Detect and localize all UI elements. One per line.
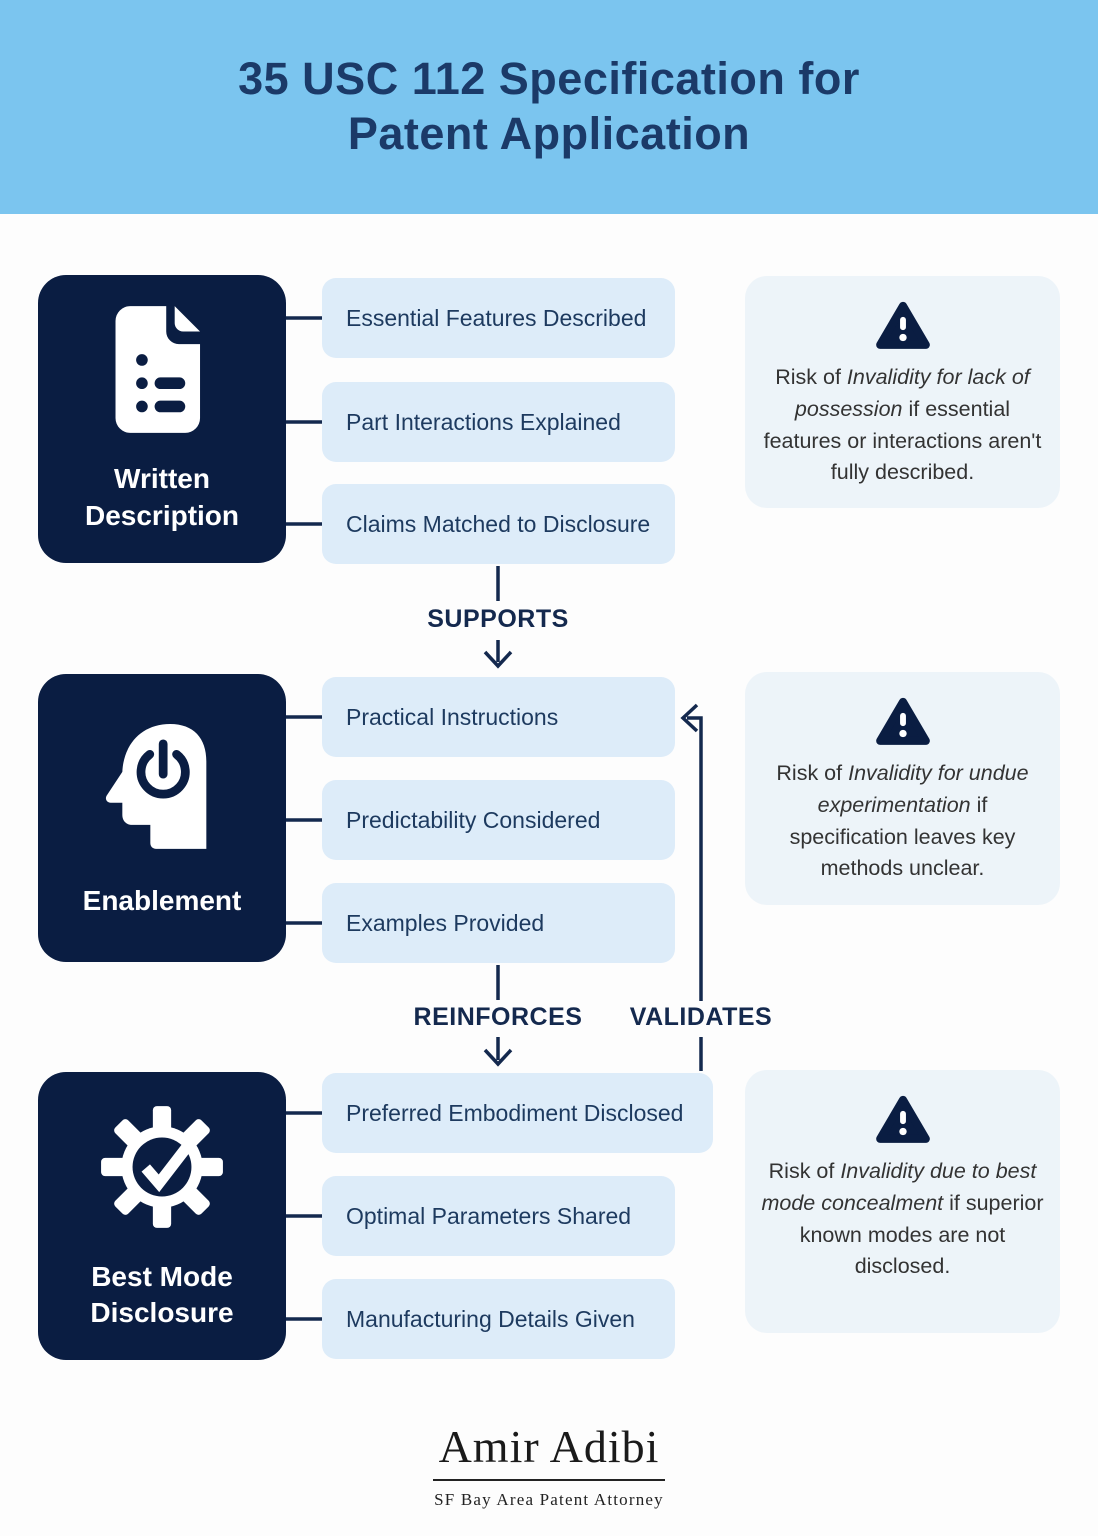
page-title-line2: Patent Application: [347, 108, 751, 159]
risk-prefix: Risk of: [775, 365, 847, 389]
gear-check-icon: [101, 1105, 223, 1228]
risk-text: Risk of Invalidity for undue experimenta…: [759, 758, 1046, 885]
item-box: Predictability Considered: [322, 780, 675, 860]
risk-rest: if superior known modes are not disclose…: [799, 1190, 1044, 1279]
risk-text: Risk of Invalidity due to best mode conc…: [759, 1156, 1046, 1283]
section-title-line1: Written: [114, 463, 210, 495]
footer: Amir Adibi SF Bay Area Patent Attorney: [0, 1420, 1098, 1510]
head-power-icon: [105, 723, 207, 849]
risk-card: Risk of Invalidity due to best mode conc…: [745, 1070, 1060, 1333]
flow-label-validates: VALIDATES: [629, 1003, 773, 1031]
item-label: Preferred Embodiment Disclosed: [346, 1099, 684, 1126]
item-label: Manufacturing Details Given: [346, 1305, 635, 1332]
section-best-mode-disclosure: Best Mode Disclosure: [38, 1072, 286, 1360]
risk-card: Risk of Invalidity for undue experimenta…: [745, 672, 1060, 905]
item-box: Practical Instructions: [322, 677, 675, 757]
section-title: Best Mode Disclosure: [90, 1259, 233, 1332]
item-box: Optimal Parameters Shared: [322, 1176, 675, 1256]
flow-label-supports: SUPPORTS: [427, 605, 569, 633]
section-title: Enablement: [83, 883, 242, 919]
warning-triangle-icon: [875, 1095, 930, 1143]
section-written-description: Written Description: [38, 275, 286, 563]
attorney-name: Amir Adibi: [432, 1420, 666, 1481]
section-title-line2: Disclosure: [90, 1297, 234, 1328]
item-label: Examples Provided: [346, 909, 545, 936]
flow-label-reinforces: REINFORCES: [413, 1003, 583, 1031]
warning-triangle-icon: [875, 301, 930, 349]
item-box: Manufacturing Details Given: [322, 1279, 675, 1359]
warning-triangle-icon: [875, 697, 930, 745]
section-enablement: Enablement: [38, 674, 286, 962]
risk-prefix: Risk of: [776, 761, 849, 785]
risk-prefix: Risk of: [768, 1159, 841, 1183]
risk-text: Risk of Invalidity for lack of possessio…: [759, 362, 1046, 489]
risk-italic: Invalidity for undue experimentation: [817, 761, 1029, 817]
item-box: Claims Matched to Disclosure: [322, 484, 675, 564]
item-label: Optimal Parameters Shared: [346, 1202, 632, 1229]
risk-card: Risk of Invalidity for lack of possessio…: [745, 276, 1060, 508]
section-title-line2: Description: [84, 499, 240, 531]
attorney-tagline: SF Bay Area Patent Attorney: [434, 1490, 664, 1509]
header-banner: 35 USC 112 Specification for Patent Appl…: [0, 0, 1098, 214]
item-box: Part Interactions Explained: [322, 382, 675, 462]
item-box: Essential Features Described: [322, 278, 675, 358]
risk-italic: Invalidity for lack of possession: [794, 365, 1030, 421]
item-label: Practical Instructions: [346, 703, 559, 730]
page-title-line1: 35 USC 112 Specification for: [238, 53, 860, 105]
section-title-line1: Enablement: [82, 884, 242, 916]
section-title-line1: Best Mode: [91, 1260, 233, 1292]
item-label: Part Interactions Explained: [346, 408, 621, 435]
risk-rest: if specification leaves key methods uncl…: [789, 792, 1016, 881]
item-box: Preferred Embodiment Disclosed: [322, 1073, 713, 1153]
section-title: Written Description: [85, 461, 239, 534]
risk-italic: Invalidity due to best mode concealment: [761, 1159, 1037, 1215]
item-label: Essential Features Described: [346, 304, 647, 331]
item-box: Examples Provided: [322, 883, 675, 963]
risk-rest: if essential features or interactions ar…: [763, 396, 1042, 485]
document-list-icon: [115, 306, 201, 433]
item-label: Claims Matched to Disclosure: [346, 510, 651, 537]
item-label: Predictability Considered: [346, 806, 601, 833]
